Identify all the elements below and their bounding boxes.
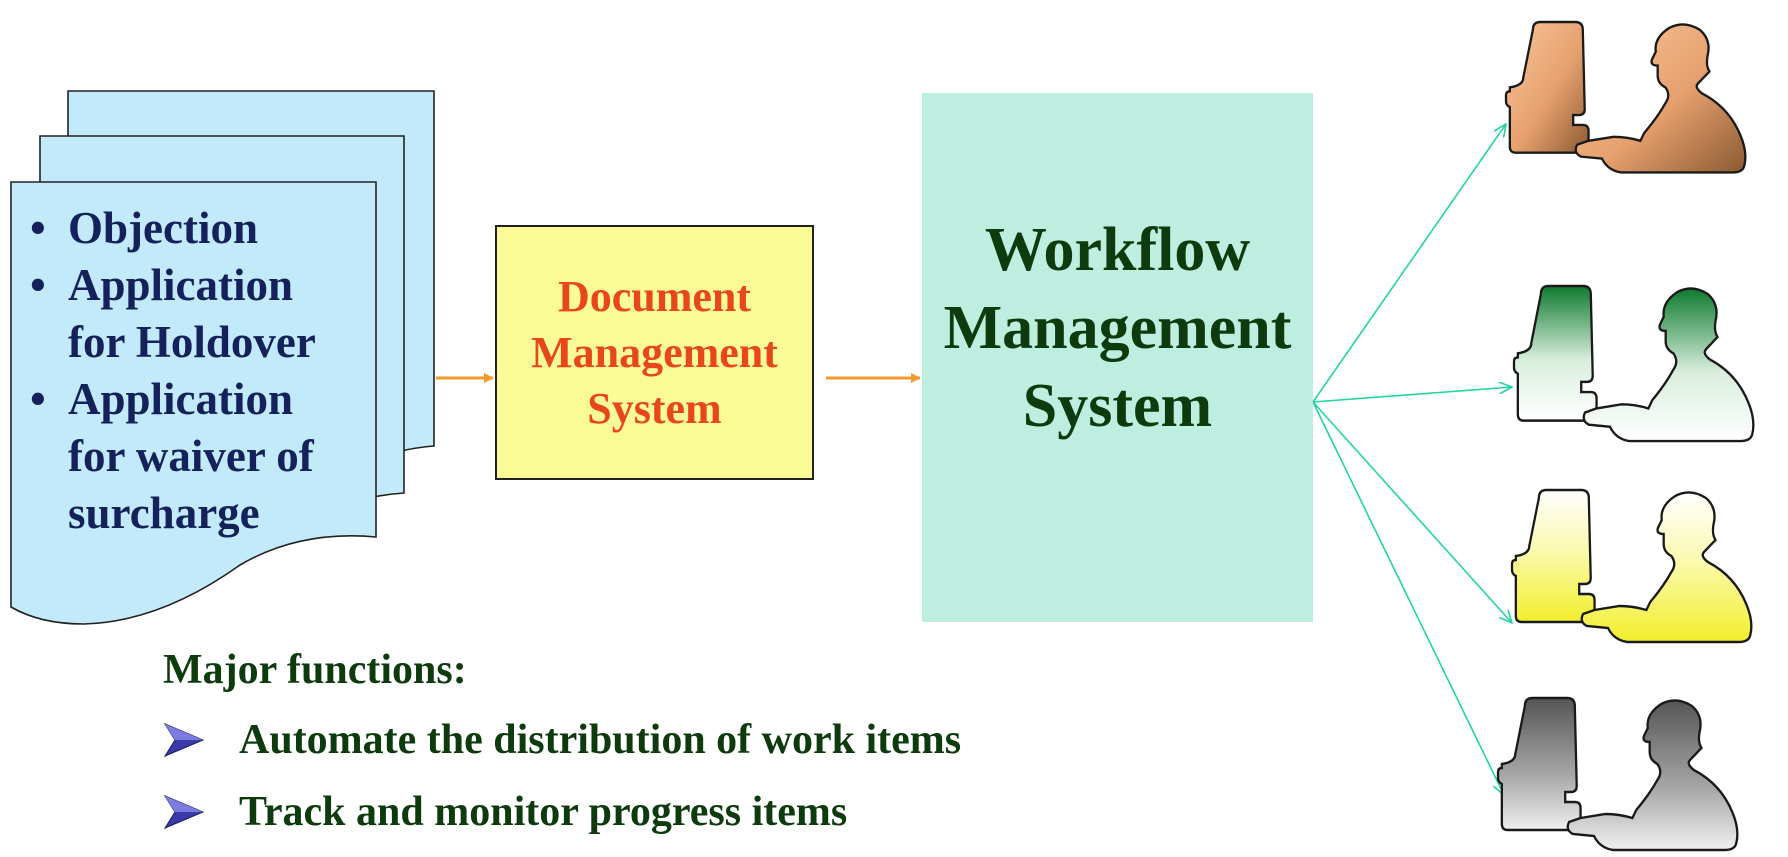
- document-type-item: Objection: [28, 200, 358, 257]
- function-item: Track and monitor progress items: [163, 776, 961, 848]
- document-types-list: Objection Application for Holdover Appli…: [28, 200, 358, 542]
- distribution-line-4: [1312, 401, 1504, 795]
- document-type-item: Application for waiver of surcharge: [28, 371, 358, 542]
- major-functions-title: Major functions:: [163, 647, 467, 693]
- distribution-lines: [1312, 124, 1512, 795]
- arrow-bullet-icon: [163, 722, 205, 758]
- user-at-computer-icon: [1512, 284, 1755, 443]
- function-item-label: Track and monitor progress items: [239, 789, 848, 835]
- distribution-line-3: [1312, 401, 1512, 623]
- document-type-item: Application for Holdover: [28, 257, 358, 371]
- distribution-line-1: [1312, 124, 1506, 403]
- function-item-label: Automate the distribution of work items: [239, 717, 962, 763]
- workflow-management-system-box: Workflow Management System: [922, 93, 1313, 622]
- user-at-computer-icon: [1504, 20, 1747, 174]
- distribution-line-2: [1312, 387, 1512, 403]
- user-at-computer-icon: [1496, 696, 1739, 852]
- arrow-bullet-icon: [163, 794, 205, 830]
- dms-label: Document Management System: [531, 271, 778, 433]
- user-at-computer-icon: [1510, 488, 1753, 644]
- major-functions: Major functions: Automate the distributi…: [163, 640, 961, 848]
- document-management-system-box: Document Management System: [495, 225, 814, 480]
- function-item: Automate the distribution of work items: [163, 704, 961, 776]
- wms-label: Workflow Management System: [943, 215, 1292, 440]
